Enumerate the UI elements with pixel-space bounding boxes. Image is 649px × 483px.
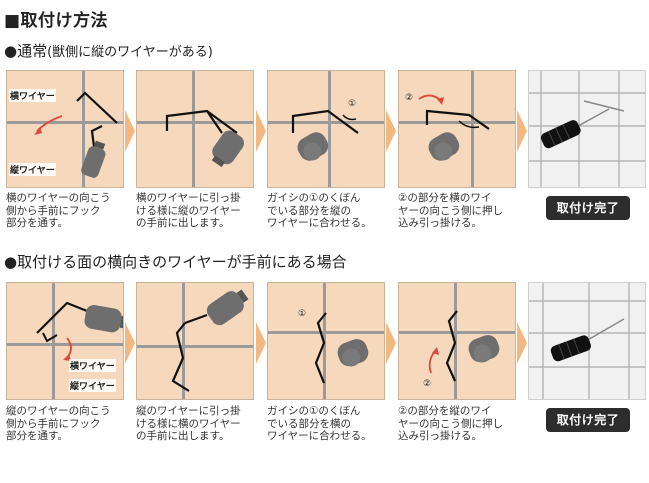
section1-heading-main: ●通常	[4, 42, 48, 60]
install-complete-badge: 取付け完了	[546, 196, 630, 220]
section1-heading-sub: (獣側に縦のワイヤーがある)	[47, 45, 213, 60]
marker-2: ②	[423, 379, 432, 389]
step1-2-illustration	[136, 70, 254, 188]
step2-3-caption: ガイシの①のくぼん でいる部分を横の ワイヤーに合わせる。	[267, 405, 372, 442]
section1-heading: ●通常(獣側に縦のワイヤーがある)	[4, 40, 213, 61]
horizontal-wire-label: 横ワイヤー	[9, 89, 56, 102]
step-arrow-icon	[386, 110, 396, 152]
horizontal-wire-label: 横ワイヤー	[69, 359, 116, 372]
step2-final-photo	[528, 282, 646, 400]
marker-1: ①	[348, 99, 357, 109]
vertical-wire-label: 縦ワイヤー	[69, 379, 116, 392]
step1-2-caption: 横のワイヤーに引っ掛 ける様に縦のワイヤー の手前に出します。	[136, 192, 241, 229]
section2-heading: ●取付ける面の横向きのワイヤーが手前にある場合	[4, 253, 347, 271]
step1-3-caption: ガイシの①のくぼん でいる部分を縦の ワイヤーに合わせる。	[267, 192, 372, 229]
step2-1-caption: 縦のワイヤーの向こう 側から手前にフック 部分を通す。	[6, 405, 111, 442]
marker-2: ②	[405, 93, 414, 103]
vertical-wire-label: 縦ワイヤー	[9, 163, 56, 176]
page-title: ■取付け方法	[4, 11, 109, 31]
step2-4-caption: ②の部分を縦のワイ ヤーの向こう側に押し 込み引っ掛ける。	[398, 405, 503, 442]
step1-4-illustration: ②	[398, 70, 516, 188]
step-arrow-icon	[386, 322, 396, 364]
step1-3-illustration: ①	[267, 70, 385, 188]
step2-3-illustration: ①	[267, 282, 385, 400]
step-arrow-icon	[256, 322, 266, 364]
step-arrow-icon	[256, 110, 266, 152]
step1-4-caption: ②の部分を横のワイ ヤーの向こう側に押し 込み引っ掛ける。	[398, 192, 503, 229]
install-complete-badge: 取付け完了	[546, 408, 630, 432]
step2-4-illustration: ②	[398, 282, 516, 400]
step-arrow-icon	[125, 110, 135, 152]
step1-1-caption: 横のワイヤーの向こう 側から手前にフック 部分を通す。	[6, 192, 111, 229]
marker-1: ①	[298, 309, 307, 319]
step2-2-illustration	[136, 282, 254, 400]
step1-final-photo	[528, 70, 646, 188]
step2-2-caption: 縦のワイヤーに引っ掛 ける様に横のワイヤー の手前に出します。	[136, 405, 241, 442]
step-arrow-icon	[517, 110, 527, 152]
step-arrow-icon	[125, 322, 135, 364]
step1-1-illustration: 横ワイヤー 縦ワイヤー	[6, 70, 124, 188]
step-arrow-icon	[517, 322, 527, 364]
step2-1-illustration: 横ワイヤー 縦ワイヤー	[6, 282, 124, 400]
